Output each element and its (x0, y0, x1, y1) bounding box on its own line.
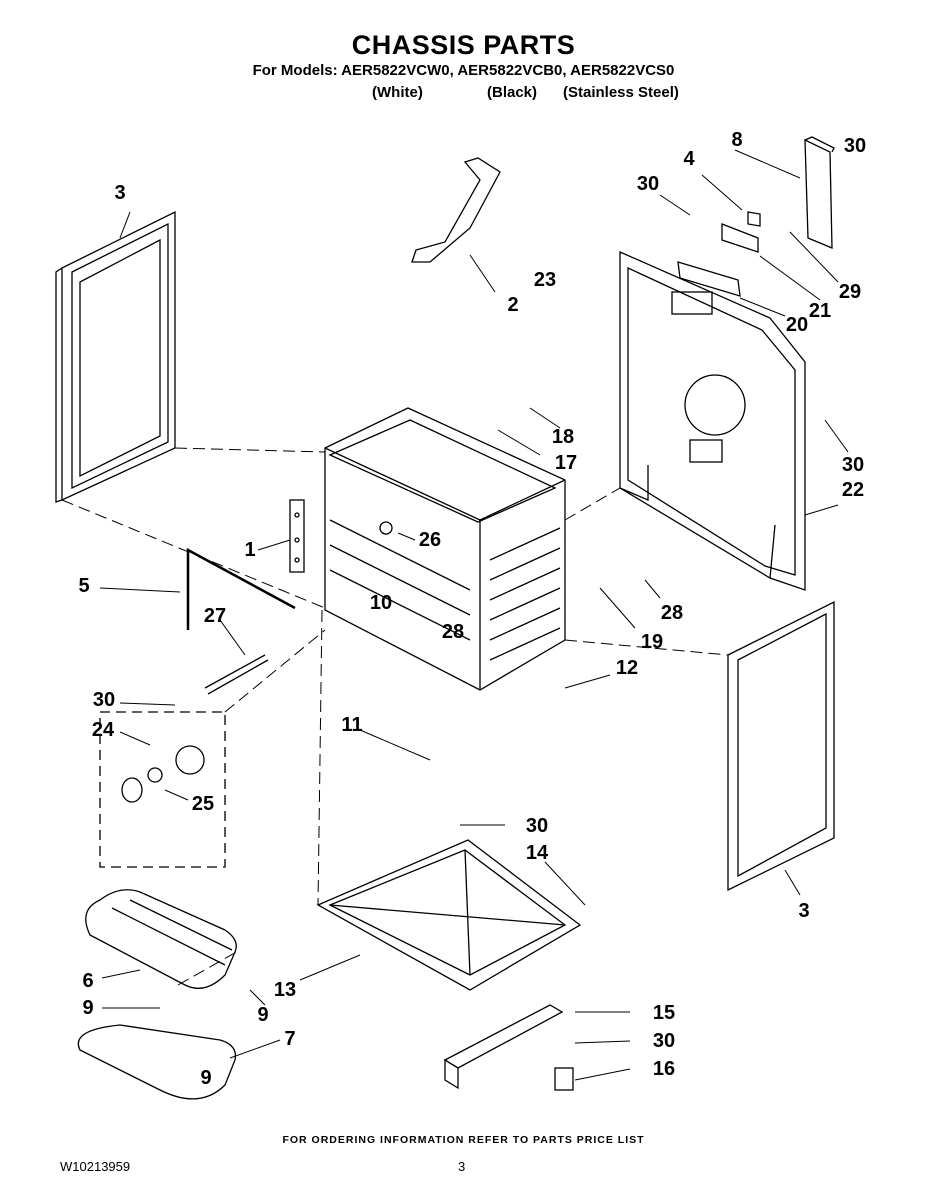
callout-12-screw: 12 (615, 657, 639, 679)
callout-25-knob: 25 (191, 793, 215, 815)
callout-4-terminal: 4 (683, 148, 695, 170)
callout-5-gasket: 5 (78, 575, 90, 597)
front-brace (411, 157, 501, 263)
hinge-bracket (289, 499, 305, 573)
callout-29-screw: 29 (838, 281, 862, 303)
left-side-panel (55, 210, 176, 503)
document-number: W10213959 (60, 1159, 131, 1174)
callout-27-probe: 27 (203, 605, 227, 627)
right-door-frame (727, 600, 835, 892)
callout-7-broil-element: 7 (284, 1028, 296, 1050)
rear-frame (619, 251, 806, 591)
callout-26-light-socket: 26 (418, 529, 442, 551)
top-bracket-parts (677, 136, 835, 297)
callout-3-left-side-panel: 3 (114, 182, 126, 204)
callout-16-leveling-leg: 16 (652, 1058, 676, 1080)
models-line: For Models: AER5822VCW0, AER5822VCB0, AE… (252, 62, 675, 79)
callout-28-screw-center: 28 (441, 621, 465, 643)
broil-element (77, 1024, 237, 1100)
callout-28-screw-right: 28 (660, 602, 684, 624)
callout-30-screw-rear: 30 (841, 454, 865, 476)
callout-3-right-door-frame: 3 (798, 900, 810, 922)
callout-19-bracket: 19 (640, 631, 664, 653)
callout-24-knob-assembly: 24 (91, 719, 115, 741)
callout-9-screw-bottom: 9 (200, 1067, 212, 1089)
callout-20-bracket: 20 (785, 314, 809, 336)
callout-9-screw-center: 9 (257, 1004, 269, 1026)
callout-30-screw-rail: 30 (652, 1030, 676, 1052)
leveling-leg (554, 1067, 574, 1091)
finish-black: (Black) (487, 84, 538, 101)
page-number: 3 (458, 1159, 466, 1174)
alignment-lines (61, 447, 729, 986)
callout-22-rear-frame: 22 (841, 479, 865, 501)
callout-11-switch: 11 (341, 714, 363, 736)
callout-23-screw: 23 (533, 269, 557, 291)
callout-13-bottom-pan: 13 (273, 979, 297, 1001)
callout-8-bracket: 8 (731, 129, 743, 151)
finish-white: (White) (372, 84, 423, 101)
callout-1-hinge-bracket: 1 (244, 539, 256, 561)
oven-cavity (324, 407, 566, 691)
bottom-rail (443, 1004, 564, 1090)
bottom-pan (316, 839, 582, 991)
callout-30-screw-switch: 30 (525, 815, 549, 837)
callout-17-clip: 17 (554, 452, 578, 474)
bake-element (85, 889, 237, 989)
gasket (186, 547, 296, 630)
knob-assembly (99, 711, 226, 868)
callout-30-screw-top-right: 30 (843, 135, 867, 157)
probe (204, 654, 269, 695)
callout-6-bake-element: 6 (82, 970, 94, 992)
callout-21-clip: 21 (808, 300, 832, 322)
callout-14-clip: 14 (525, 842, 549, 864)
callout-10-sensor: 10 (369, 592, 393, 614)
page-title: CHASSIS PARTS (351, 30, 576, 60)
callout-2-front-brace: 2 (507, 294, 519, 316)
callout-15-rail: 15 (652, 1002, 676, 1024)
callout-30-screw-knob: 30 (92, 689, 116, 711)
ordering-note: FOR ORDERING INFORMATION REFER TO PARTS … (282, 1134, 645, 1146)
callout-18-screw: 18 (551, 426, 575, 448)
callout-30-screw-top: 30 (636, 173, 660, 195)
callout-9-screw-left: 9 (82, 997, 94, 1019)
leader-lines (99, 149, 849, 1081)
finish-stainless: (Stainless Steel) (563, 84, 679, 101)
